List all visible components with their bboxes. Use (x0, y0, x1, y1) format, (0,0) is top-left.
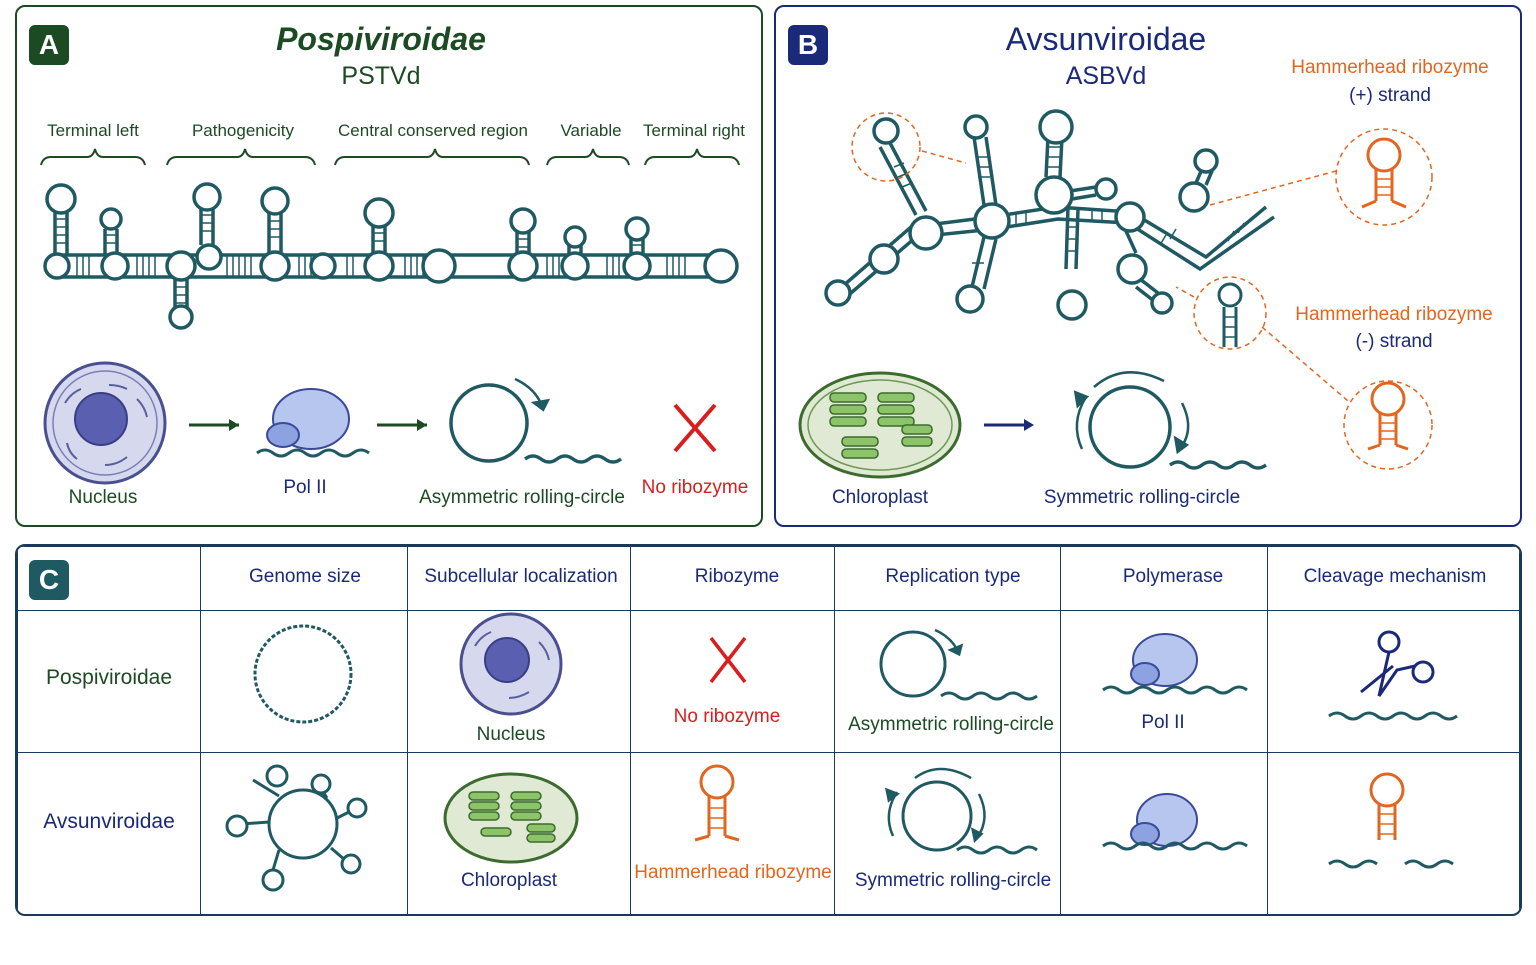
table-asymmetric-label: Asymmetric rolling-circle (848, 714, 1054, 735)
chloroplast-icon (798, 371, 962, 479)
panel-a-species: PSTVd (341, 62, 421, 90)
row-label-pospiviroidae: Pospiviroidae (45, 666, 173, 689)
panel-b-badge: B (788, 25, 828, 65)
panel-b-species: ASBVd (1065, 62, 1147, 90)
pol-ii-icon (256, 388, 370, 458)
region-label-pathogenicity: Pathogenicity (191, 121, 295, 140)
chloroplast-label: Chloroplast (831, 487, 929, 508)
asymmetric-rolling-circle-icon (449, 377, 623, 464)
panel-c-drawing (225, 612, 1458, 892)
panel-b-drawing (798, 109, 1433, 479)
asymmetric-rolling-circle-label: Asymmetric rolling-circle (419, 487, 625, 508)
table-symmetric-rolling-circle-icon (884, 767, 1038, 855)
table-pol-ii-icon-2 (1102, 793, 1248, 851)
region-label-terminal-left: Terminal left (47, 121, 139, 140)
hammerhead-minus-icon (1367, 381, 1409, 451)
header-cleavage-mechanism: Cleavage mechanism (1303, 566, 1487, 587)
table-hammerhead-cleavage-icon (1328, 772, 1454, 869)
minus-strand-hairpin (1217, 282, 1243, 347)
hammerhead-plus-icon (1361, 137, 1407, 209)
panel-b-family-title: Avsunviroidae (1005, 21, 1207, 57)
hammerhead-plus-label-line2: (+) strand (1349, 85, 1431, 106)
nucleus-icon (43, 361, 167, 485)
table-no-ribozyme-label: No ribozyme (673, 706, 781, 727)
avsun-genome-branched-icon (225, 764, 368, 892)
region-label-variable: Variable (560, 121, 622, 140)
table-symmetric-label: Symmetric rolling-circle (854, 870, 1052, 891)
header-ribozyme: Ribozyme (694, 566, 780, 587)
table-pol-ii-label: Pol II (1141, 712, 1185, 733)
header-polymerase: Polymerase (1122, 566, 1224, 587)
symmetric-rolling-circle-label: Symmetric rolling-circle (1043, 487, 1241, 508)
panel-a-family-title: Pospiviroidae (276, 21, 486, 57)
panel-a-badge: A (29, 25, 69, 65)
header-replication-type: Replication type (885, 566, 1021, 587)
panel-c-badge: C (29, 560, 69, 600)
region-label-central-conserved: Central conserved region (338, 121, 528, 140)
row-label-avsunviroidae: Avsunviroidae (43, 810, 175, 833)
table-chloroplast-icon (443, 772, 579, 864)
symmetric-rolling-circle-icon (1073, 371, 1268, 470)
table-chloroplast-label: Chloroplast (460, 870, 558, 891)
no-ribozyme-label: No ribozyme (641, 477, 749, 498)
panel-a: A Pospiviroidae PSTVd Terminal left Path… (15, 5, 763, 527)
pstvd-rod-structure (43, 182, 739, 330)
scissors-icon (1328, 630, 1458, 721)
pospi-genome-circle-icon (253, 624, 353, 724)
hammerhead-minus-label-line1: Hammerhead ribozyme (1295, 304, 1493, 325)
pol-ii-label: Pol II (283, 477, 327, 498)
table-pol-ii-icon-1 (1102, 633, 1248, 695)
table-no-ribozyme-x-icon (709, 636, 747, 684)
panel-a-drawing (40, 148, 740, 485)
header-genome-size: Genome size (249, 566, 361, 587)
panel-b: B Avsunviroidae ASBVd Hammerhead ribozym… (774, 5, 1522, 527)
hammerhead-plus-label-line1: Hammerhead ribozyme (1291, 57, 1489, 78)
hammerhead-minus-label-line2: (-) strand (1355, 331, 1433, 352)
nucleus-label: Nucleus (68, 487, 138, 508)
no-ribozyme-x-icon (673, 403, 717, 453)
ribozyme-callouts (851, 112, 1433, 470)
table-hammerhead-icon (694, 764, 740, 842)
table-asymmetric-rolling-circle-icon (879, 628, 1038, 701)
panel-c: C Genome size Subcellular localization R… (15, 544, 1522, 916)
header-subcellular-localization: Subcellular localization (424, 566, 618, 587)
table-nucleus-icon (459, 612, 563, 716)
region-brackets (40, 148, 740, 166)
table-nucleus-label: Nucleus (476, 724, 546, 745)
region-label-terminal-right: Terminal right (642, 121, 746, 140)
table-hammerhead-label: Hammerhead ribozyme (634, 862, 832, 883)
asbvd-branched-structure (824, 109, 1276, 321)
